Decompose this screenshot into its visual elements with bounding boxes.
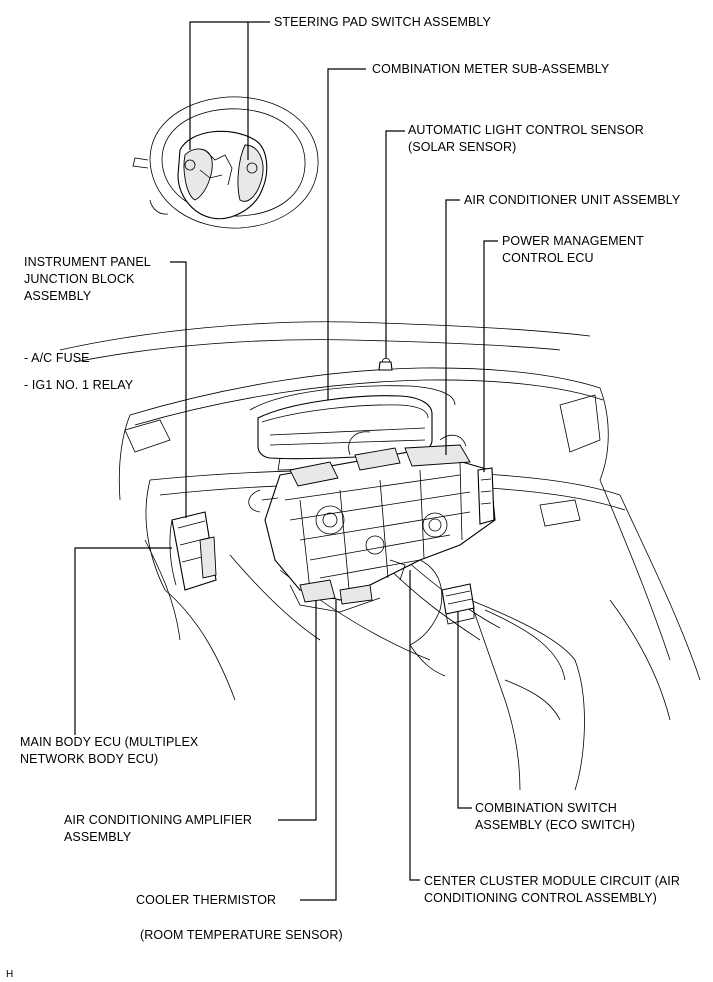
steering-wheel-illustration [132,96,319,229]
label-ig1-relay: - IG1 NO. 1 RELAY [24,378,134,392]
label-cooler-thermistor: COOLER THERMISTOR [136,893,277,907]
label-automatic-light-sensor: AUTOMATIC LIGHT CONTROL SENSOR (SOLAR SE… [408,123,644,154]
label-main-body-ecu: MAIN BODY ECU (MULTIPLEX NETWORK BODY EC… [20,735,199,766]
label-center-cluster-module: CENTER CLUSTER MODULE CIRCUIT (AIR CONDI… [424,874,680,905]
label-steering-pad-switch: STEERING PAD SWITCH ASSEMBLY [274,15,491,29]
air-conditioner-unit-drawing [248,431,496,613]
leader-lines [74,21,498,901]
dashboard-outline [59,321,701,791]
label-instrument-panel-junction-block: INSTRUMENT PANEL JUNCTION BLOCK ASSEMBLY [24,255,151,303]
label-air-conditioner-unit: AIR CONDITIONER UNIT ASSEMBLY [464,193,681,207]
label-ac-amplifier: AIR CONDITIONING AMPLIFIER ASSEMBLY [64,813,253,844]
label-ac-fuse: - A/C FUSE [24,351,90,365]
label-combination-switch: COMBINATION SWITCH ASSEMBLY (ECO SWITCH) [475,801,635,832]
label-power-management-ecu: POWER MANAGEMENT CONTROL ECU [502,234,644,265]
junction-block-drawing [169,511,217,591]
solar-sensor-drawing [378,357,393,371]
label-combination-meter: COMBINATION METER SUB-ASSEMBLY [372,62,610,76]
combination-switch-drawing [441,583,475,625]
label-room-temperature-sensor: (ROOM TEMPERATURE SENSOR) [140,928,343,942]
corner-code: H [6,969,14,980]
